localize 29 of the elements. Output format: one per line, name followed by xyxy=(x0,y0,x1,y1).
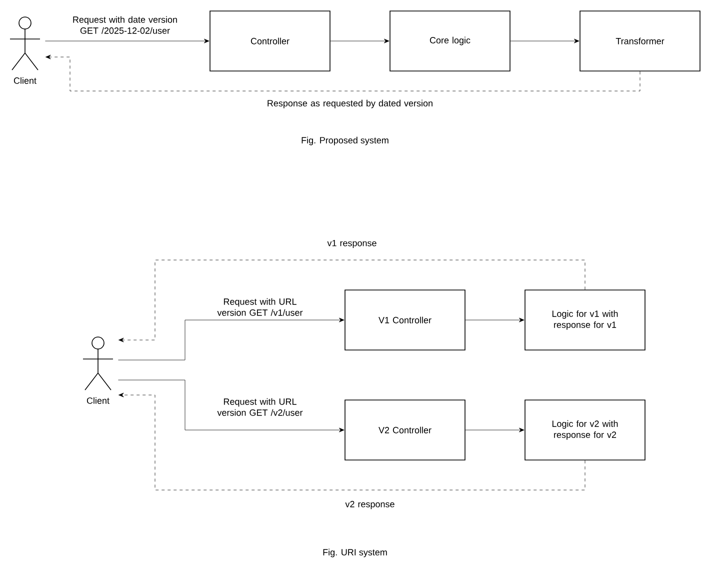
edge-label: v1 response xyxy=(327,240,376,248)
process-box: Core logic xyxy=(390,10,510,72)
arrow xyxy=(118,392,586,490)
process-box: V1 Controller xyxy=(344,290,466,350)
arrow xyxy=(465,318,524,322)
arrow xyxy=(46,54,640,92)
edge-label: v2 response xyxy=(345,500,394,510)
arrow xyxy=(118,380,344,432)
actor-figure: Client xyxy=(10,16,40,84)
edge-label: Request with URL version GET /v2/user xyxy=(217,398,303,416)
arrow xyxy=(465,428,524,432)
actor-figure: Client xyxy=(82,336,114,404)
figure-caption: Fig. Proposed system xyxy=(302,136,388,146)
process-box: Logic for v1 with response for v1 xyxy=(524,290,646,350)
node-label: Client xyxy=(14,77,36,84)
process-box: Transformer xyxy=(580,10,700,72)
edge-label: Response as requested by dated version xyxy=(268,100,432,108)
figure-caption: Fig. URI system xyxy=(323,548,387,558)
edge-label: Request with URL version GET /v1/user xyxy=(217,298,303,316)
arrow xyxy=(118,318,344,360)
edge-label: Request with date version GET /2025-12-02/user xyxy=(73,16,177,34)
process-box: V2 Controller xyxy=(344,400,466,460)
arrow xyxy=(330,38,390,44)
arrow xyxy=(510,38,580,44)
arrow xyxy=(45,38,210,44)
process-box: Controller xyxy=(210,10,330,72)
process-box: Logic for v2 with response for v2 xyxy=(524,400,646,460)
node-label: Client xyxy=(86,397,110,404)
arrow xyxy=(118,260,586,342)
